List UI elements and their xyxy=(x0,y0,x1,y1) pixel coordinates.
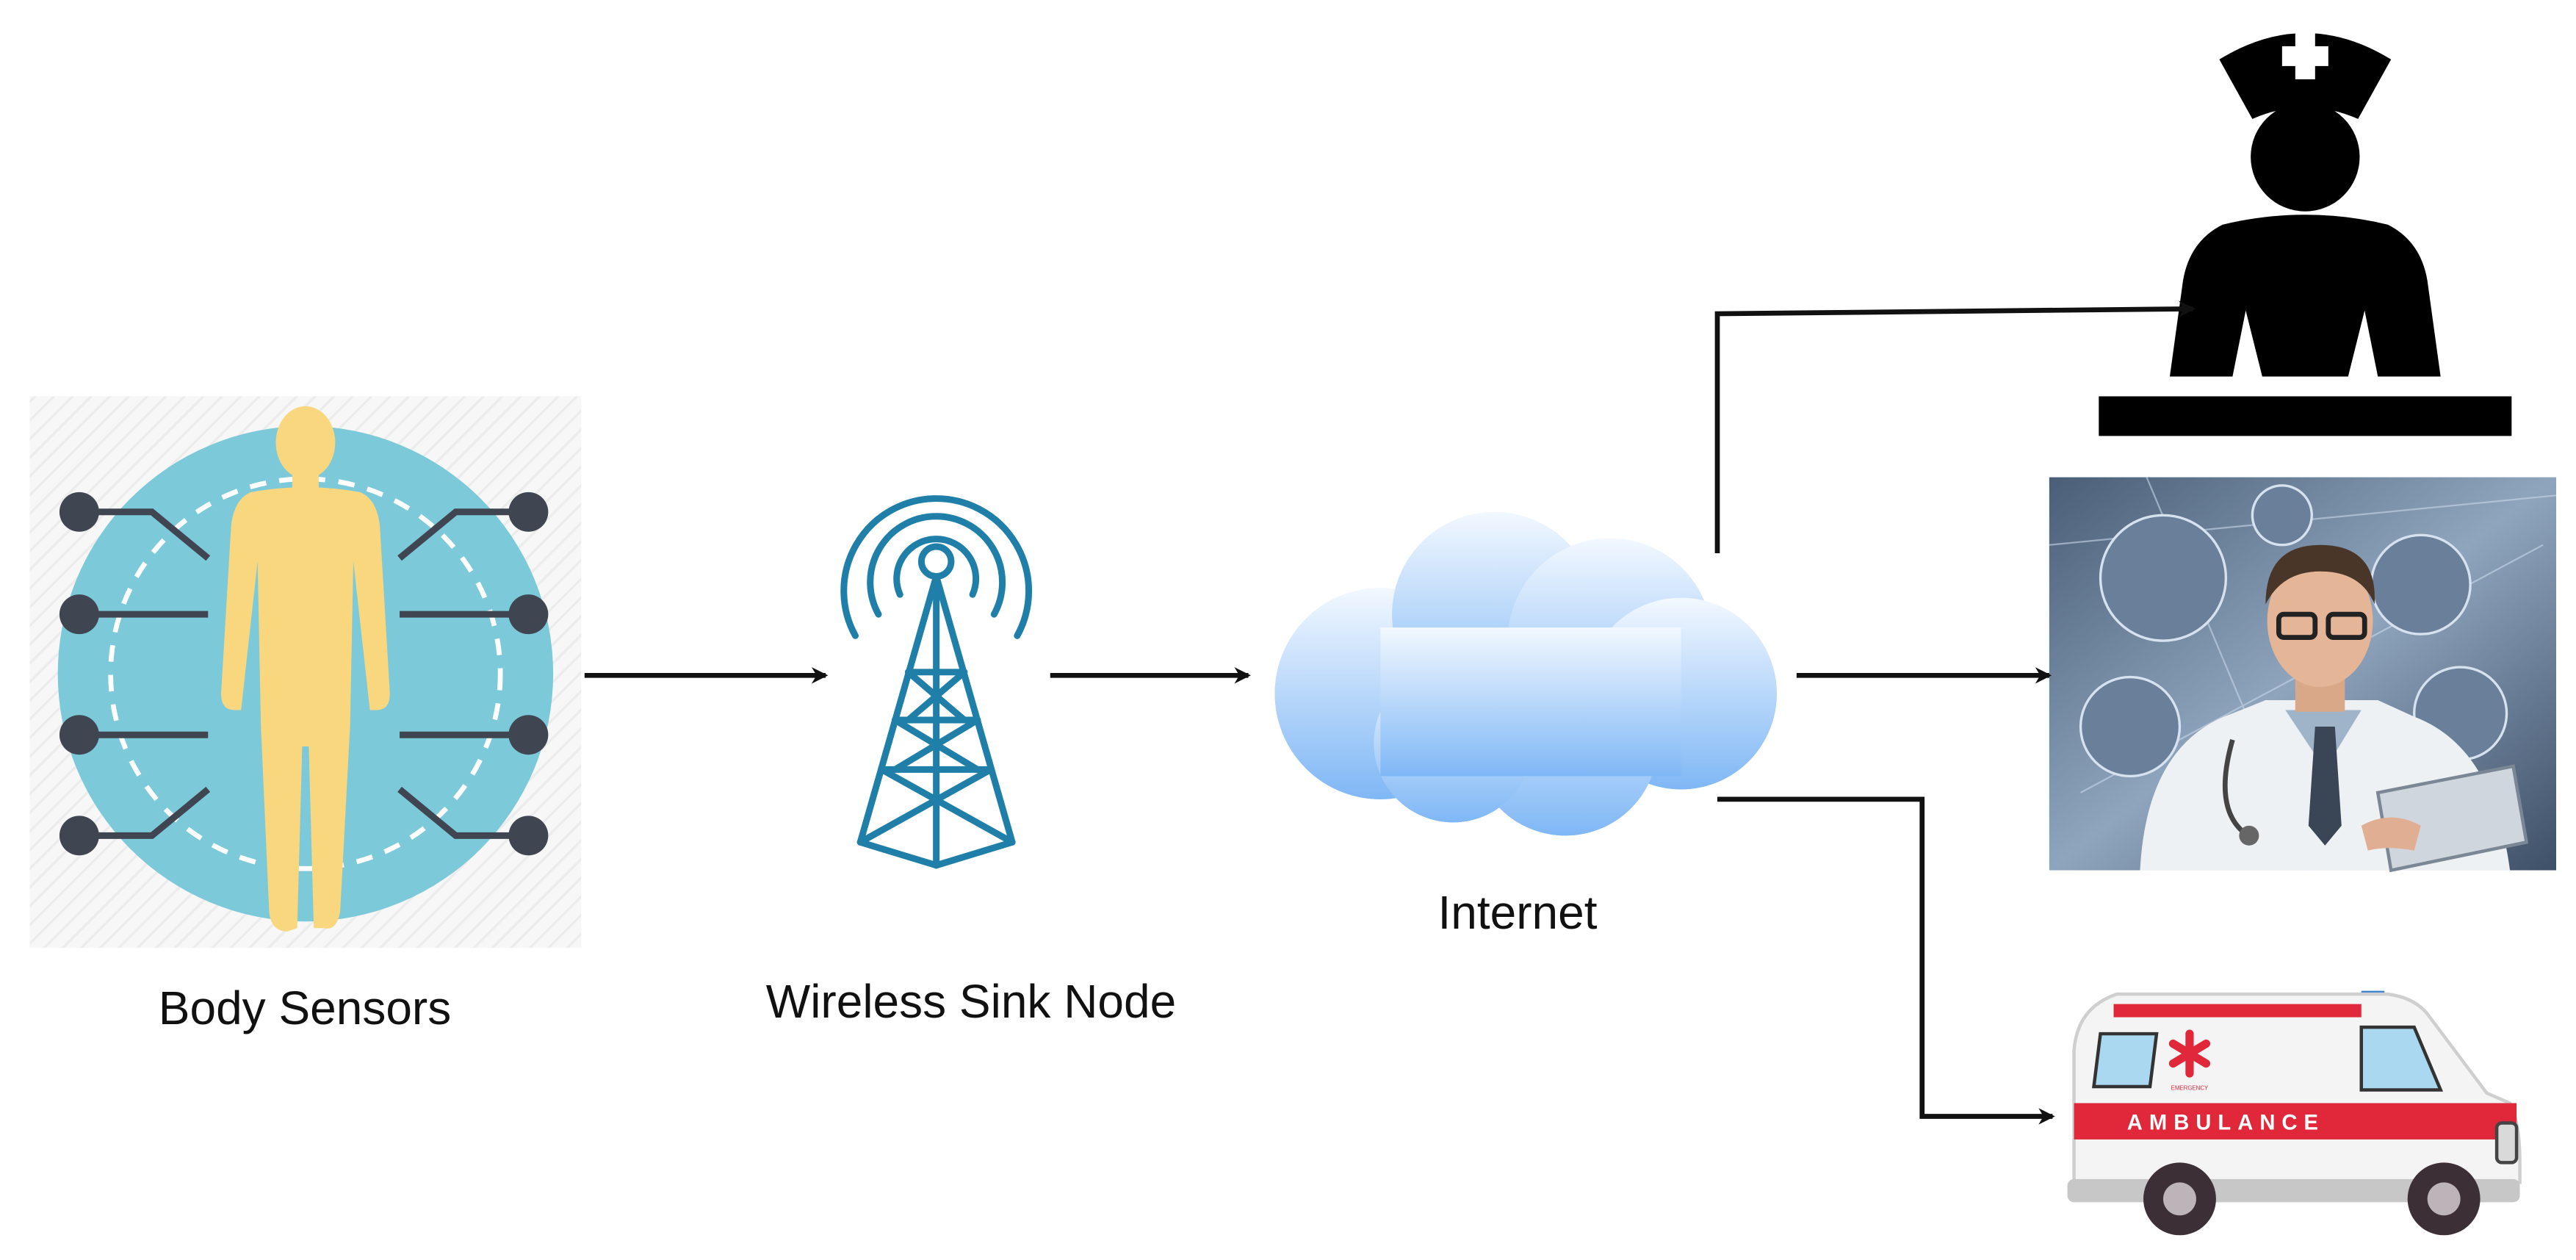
wireless-sink-node-label: Wireless Sink Node xyxy=(765,975,1177,1028)
body-sensors-label: Body Sensors xyxy=(158,982,452,1034)
internet-label: Internet xyxy=(1437,886,1598,939)
cloud-icon xyxy=(1268,505,1783,843)
doctor-photo xyxy=(2049,477,2557,873)
ambulance-icon: EMERGENCY AMBULANCE xyxy=(2067,990,2522,1236)
nurse-icon xyxy=(2099,32,2512,436)
arrow-internet-to-nurse xyxy=(1714,300,2196,553)
ambulance-text: AMBULANCE xyxy=(2127,1111,2325,1134)
arrow-internet-to-ambulance xyxy=(1717,796,2055,1125)
body-sensors-icon xyxy=(29,396,582,948)
ambulance-small-text: EMERGENCY xyxy=(2171,1084,2209,1091)
radio-tower-icon xyxy=(840,495,1033,869)
